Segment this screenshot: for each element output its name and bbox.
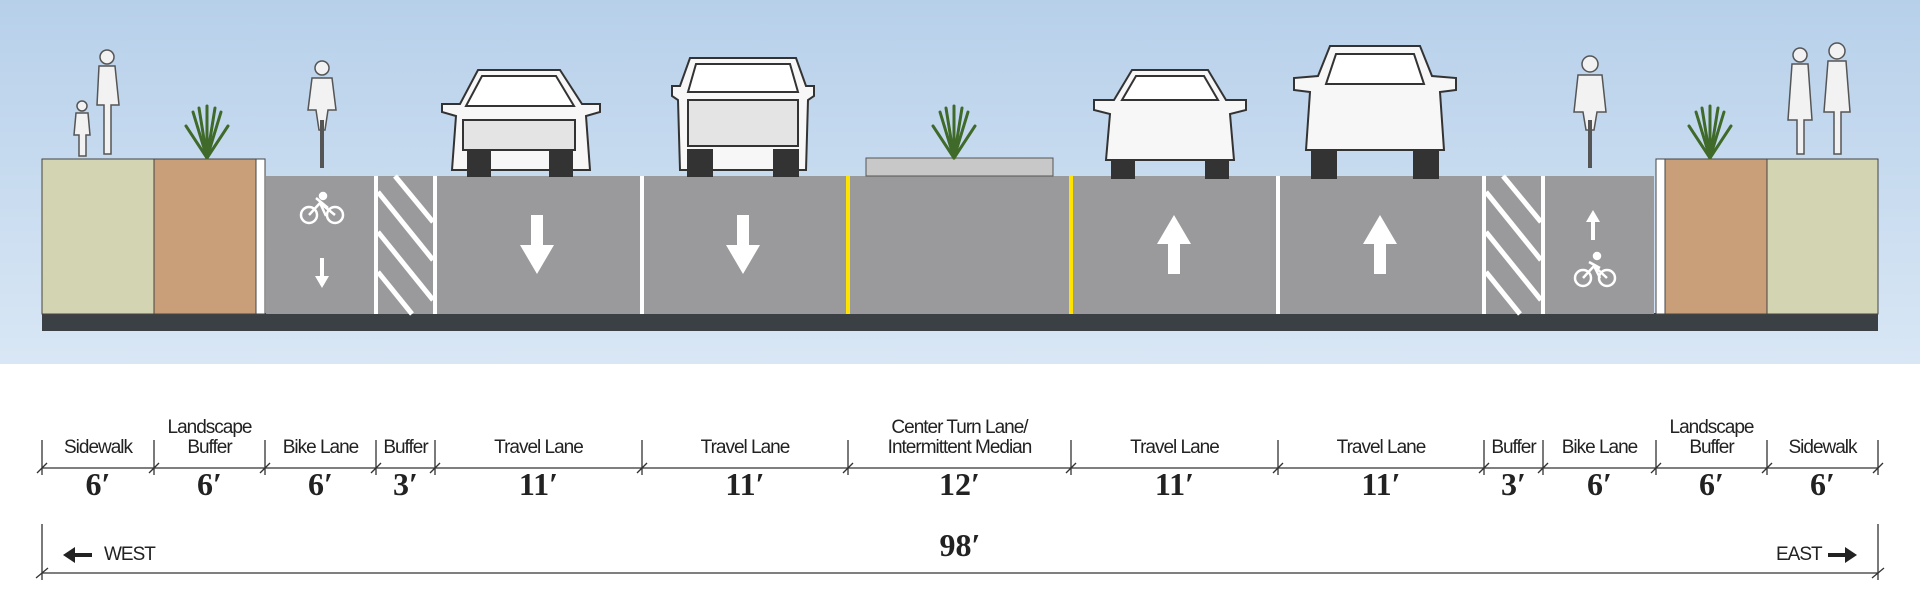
segment-label: Buffer xyxy=(383,437,428,458)
west-landscape-buffer xyxy=(153,158,266,315)
segment-width: 11′ xyxy=(518,466,559,502)
segment-label: Sidewalk xyxy=(63,437,133,458)
segment-label: Center Turn Lane/ Intermittent Median xyxy=(887,417,1033,458)
segment-label: Bike Lane xyxy=(1561,437,1639,458)
segment-width: 6′ xyxy=(308,466,333,502)
segment-width: 11′ xyxy=(725,466,765,502)
shrub-icon xyxy=(184,104,230,160)
up-arrow-icon xyxy=(1363,215,1397,274)
median-planter xyxy=(865,157,1054,177)
segment-label: Travel Lane xyxy=(700,437,791,458)
segment-label: Landscape Buffer xyxy=(167,417,253,458)
tick-mark xyxy=(1871,567,1885,579)
cyclist-west-icon xyxy=(307,60,337,168)
small-up-arrow-icon xyxy=(1586,210,1600,240)
segment-label: Bike Lane xyxy=(282,437,360,458)
segment-width: 6′ xyxy=(1699,466,1724,502)
car-rear-view-icon xyxy=(1093,69,1247,179)
west-label: WEST xyxy=(104,544,156,565)
tick-mark xyxy=(35,567,49,579)
segment-width: 6′ xyxy=(197,466,222,502)
east-curb xyxy=(1655,158,1666,315)
suv-front-view-icon xyxy=(671,57,815,177)
west-curb xyxy=(255,158,266,315)
east-buffer-hatch xyxy=(1484,174,1543,316)
shrub-icon xyxy=(931,104,977,160)
shrub-icon xyxy=(1687,104,1733,160)
segment-width: 11′ xyxy=(1154,466,1195,502)
small-down-arrow-icon xyxy=(315,258,329,288)
segment-label: Buffer xyxy=(1491,437,1536,458)
up-arrow-icon xyxy=(1157,215,1191,274)
segment-label: Travel Lane xyxy=(494,437,584,458)
segment-label: Travel Lane xyxy=(1130,437,1220,458)
pedestrians-west-icon xyxy=(73,49,120,157)
lane-lines xyxy=(374,176,1545,314)
suv-rear-view-icon xyxy=(1293,45,1457,179)
segment-label: Landscape Buffer xyxy=(1669,417,1755,458)
down-arrow-icon xyxy=(520,215,554,274)
east-label: EAST xyxy=(1776,544,1823,565)
car-front-view-icon xyxy=(441,69,601,177)
down-arrow-icon xyxy=(726,215,760,274)
total-width: 98′ xyxy=(939,527,981,563)
ground-base xyxy=(42,313,1878,331)
pedestrians-east-icon xyxy=(1787,42,1851,155)
east-sidewalk xyxy=(1766,158,1879,315)
west-buffer-hatch xyxy=(376,174,435,316)
west-arrow-icon xyxy=(63,547,92,563)
segment-label: Travel Lane xyxy=(1336,437,1427,458)
segment-width: 3′ xyxy=(393,466,418,502)
segment-width: 3′ xyxy=(1501,466,1526,502)
cyclist-east-icon xyxy=(1573,55,1607,168)
segment-width: 12′ xyxy=(939,466,980,502)
east-landscape-buffer xyxy=(1655,158,1768,315)
bike-symbol-icon xyxy=(299,191,345,225)
segment-width: 6′ xyxy=(1810,466,1835,502)
east-arrow-icon xyxy=(1828,547,1857,563)
segment-width: 6′ xyxy=(85,466,111,502)
bike-symbol-icon xyxy=(1573,251,1617,288)
segment-width: 6′ xyxy=(1587,466,1612,502)
west-sidewalk xyxy=(41,158,155,315)
segment-width: 11′ xyxy=(1361,466,1401,502)
segment-label: Sidewalk xyxy=(1788,437,1857,458)
roadway xyxy=(266,176,1654,314)
